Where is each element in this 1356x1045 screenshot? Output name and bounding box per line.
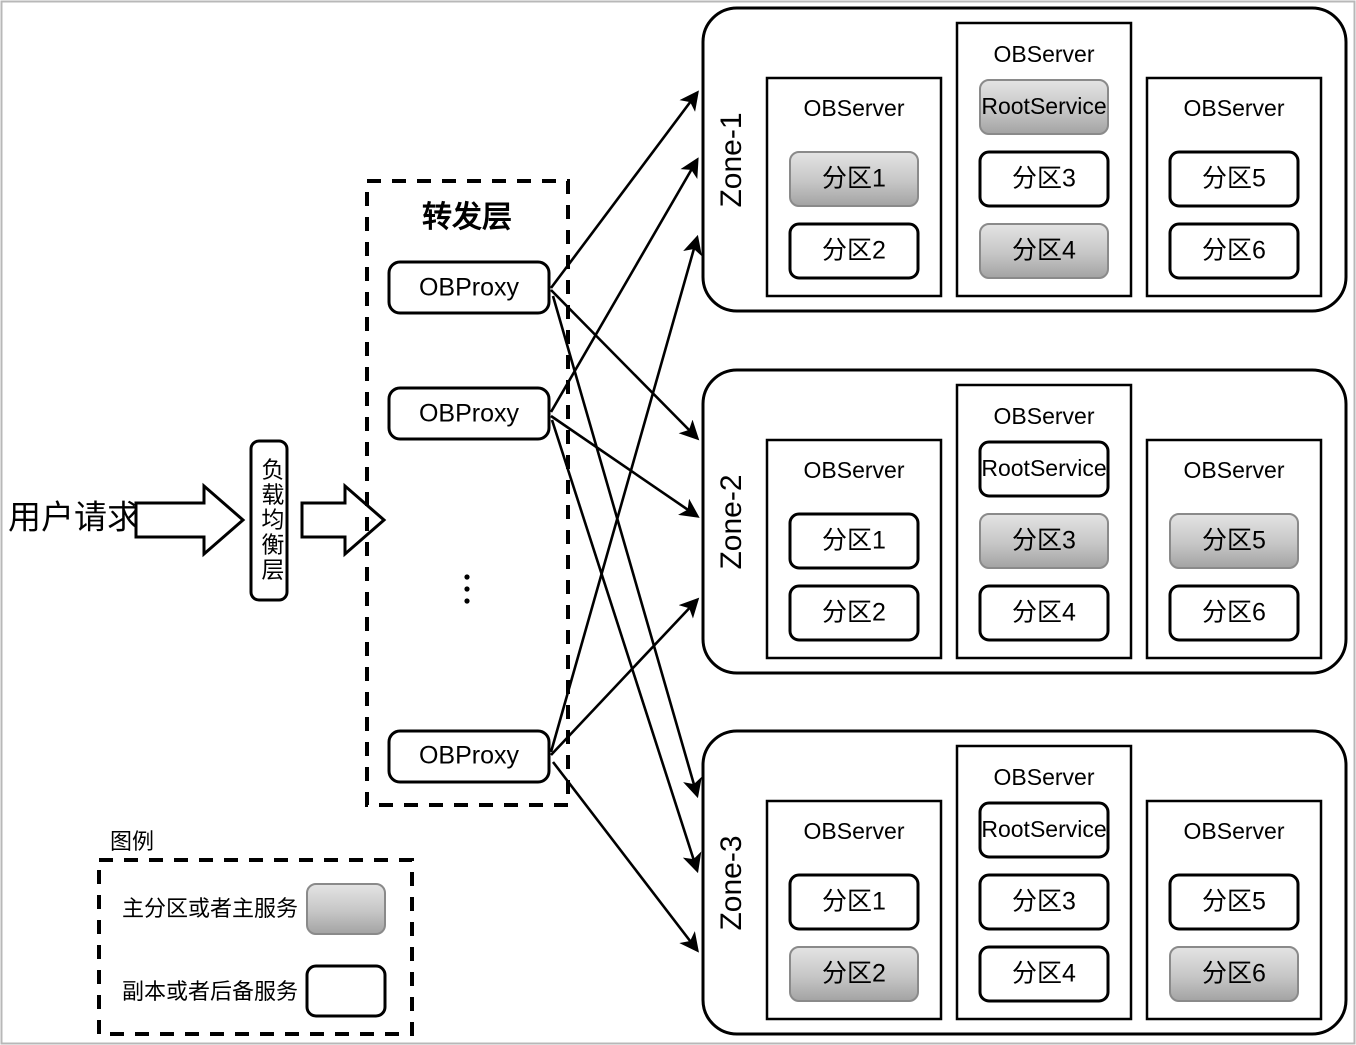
partition-box-3-1-1[interactable]	[788, 873, 920, 931]
legend-swatch-secondary	[305, 964, 387, 1018]
partition-box-2-2-1[interactable]	[979, 513, 1109, 569]
load-balancer-label: 负载均衡层	[258, 458, 285, 583]
partition-label-3-2-2: 分区4	[1012, 960, 1076, 988]
arrow-proxy3-zone3	[551, 761, 699, 953]
observer-label-3-3: OBServer	[1184, 818, 1285, 844]
obproxy-box-3[interactable]	[387, 729, 551, 784]
observer-box-1-2[interactable]	[955, 21, 1133, 298]
proxy-ellipsis-icon	[464, 574, 470, 604]
lb-to-forwarding-arrow	[300, 482, 387, 558]
partition-label-3-3-1: 分区5	[1202, 888, 1266, 916]
partition-label-3-2-1: 分区3	[1012, 888, 1076, 916]
partition-box-1-1-2[interactable]	[788, 222, 920, 280]
legend-swatch-primary	[306, 883, 386, 935]
observer-box-1-1[interactable]	[765, 76, 943, 298]
arrow-proxy2-zone1	[549, 157, 699, 413]
partition-label-2-3-2: 分区6	[1202, 599, 1266, 627]
partition-box-1-2-2[interactable]	[979, 223, 1109, 279]
arrow-proxy1-zone2	[550, 289, 700, 441]
observer-label-1-2: OBServer	[994, 41, 1095, 67]
partition-label-3-1-1: 分区1	[822, 888, 886, 916]
partition-box-2-1-2[interactable]	[788, 584, 920, 642]
partition-label-2-2-1: 分区3	[1012, 527, 1076, 555]
arrow-proxy3-zone1	[549, 234, 702, 753]
observer-label-2-3: OBServer	[1184, 457, 1285, 483]
observer-label-3-2: OBServer	[994, 764, 1095, 790]
request-to-lb-arrow	[134, 482, 246, 558]
load-balancer-box	[249, 439, 289, 602]
partition-box-3-2-1[interactable]	[978, 873, 1110, 931]
obproxy-box-1[interactable]	[387, 260, 551, 315]
partition-box-1-3-1[interactable]	[1168, 150, 1300, 208]
partition-box-3-1-2[interactable]	[789, 946, 919, 1002]
forwarding-layer-container	[365, 179, 570, 807]
zone-container-3: Zone-3 OBServer 分区1 分区2 OBServer RootSer…	[701, 729, 1348, 1036]
partition-label-1-2-1: 分区3	[1012, 165, 1076, 193]
partition-box-2-1-1[interactable]	[788, 512, 920, 570]
arrow-proxy2-zone2	[550, 414, 700, 518]
zone-label-2: Zone-2	[715, 474, 748, 569]
partition-label-1-1-2: 分区2	[822, 237, 886, 265]
arrow-proxy2-zone3	[550, 419, 702, 874]
obproxy-label-3: OBProxy	[419, 742, 520, 770]
arrow-proxy3-zone2	[550, 597, 700, 756]
partition-box-3-3-1[interactable]	[1168, 873, 1300, 931]
partition-label-1-3-1: 分区5	[1202, 165, 1266, 193]
partition-box-2-3-1[interactable]	[1169, 513, 1299, 569]
partition-label-2-3-1: 分区5	[1202, 527, 1266, 555]
partition-label-2-1-1: 分区1	[822, 527, 886, 555]
partition-label-2-1-2: 分区2	[822, 599, 886, 627]
legend-title: 图例	[110, 829, 154, 854]
legend-container	[97, 858, 414, 1036]
partition-label-1-1-1: 分区1	[822, 165, 886, 193]
observer-box-2-1[interactable]	[765, 438, 943, 660]
rootservice-box-1[interactable]	[979, 79, 1109, 135]
observer-box-3-2[interactable]	[955, 744, 1133, 1021]
rootservice-box-3[interactable]	[978, 801, 1110, 859]
obproxy-label-1: OBProxy	[419, 274, 520, 302]
obproxy-box-2[interactable]	[387, 386, 551, 441]
observer-label-2-1: OBServer	[804, 457, 905, 483]
zone-label-3: Zone-3	[715, 835, 748, 930]
observer-label-2-2: OBServer	[994, 403, 1095, 429]
arrow-proxy1-zone3	[551, 295, 702, 799]
rootservice-box-2[interactable]	[978, 440, 1110, 498]
rootservice-label-1: RootService	[981, 93, 1106, 119]
arrow-proxy1-zone1	[549, 90, 699, 289]
observer-box-2-2[interactable]	[955, 383, 1133, 660]
observer-box-1-3[interactable]	[1145, 76, 1323, 298]
zone-container-1: Zone-1 OBServer 分区1 分区2 OBServer RootSer…	[701, 6, 1348, 313]
user-request-label: 用户请求	[8, 499, 140, 536]
observer-box-3-3[interactable]	[1145, 799, 1323, 1021]
legend-label-secondary: 副本或者后备服务	[122, 979, 298, 1004]
partition-box-3-3-2[interactable]	[1169, 946, 1299, 1002]
partition-box-1-3-2[interactable]	[1168, 222, 1300, 280]
rootservice-label-3: RootService	[981, 816, 1106, 842]
legend: 图例 主分区或者主服务 副本或者后备服务	[97, 829, 414, 1036]
partition-box-3-2-2[interactable]	[978, 945, 1110, 1003]
rootservice-label-2: RootService	[981, 455, 1106, 481]
partition-label-3-3-2: 分区6	[1202, 960, 1266, 988]
partition-box-1-2-1[interactable]	[978, 150, 1110, 208]
zone-container-2: Zone-2 OBServer 分区1 分区2 OBServer RootSer…	[701, 368, 1348, 675]
partition-box-1-1-1[interactable]	[789, 151, 919, 207]
partition-box-2-2-2[interactable]	[978, 584, 1110, 642]
observer-box-3-1[interactable]	[765, 799, 943, 1021]
partition-label-1-2-2: 分区4	[1012, 237, 1076, 265]
zone-label-1: Zone-1	[715, 112, 748, 207]
partition-box-2-3-2[interactable]	[1168, 584, 1300, 642]
observer-label-1-1: OBServer	[804, 95, 905, 121]
obproxy-label-2: OBProxy	[419, 400, 520, 428]
partition-label-3-1-2: 分区2	[822, 960, 886, 988]
partition-label-2-2-2: 分区4	[1012, 599, 1076, 627]
observer-label-1-3: OBServer	[1184, 95, 1285, 121]
legend-label-primary: 主分区或者主服务	[122, 896, 298, 921]
observer-label-3-1: OBServer	[804, 818, 905, 844]
observer-box-2-3[interactable]	[1145, 438, 1323, 660]
partition-label-1-3-2: 分区6	[1202, 237, 1266, 265]
forwarding-layer-title: 转发层	[422, 201, 512, 234]
